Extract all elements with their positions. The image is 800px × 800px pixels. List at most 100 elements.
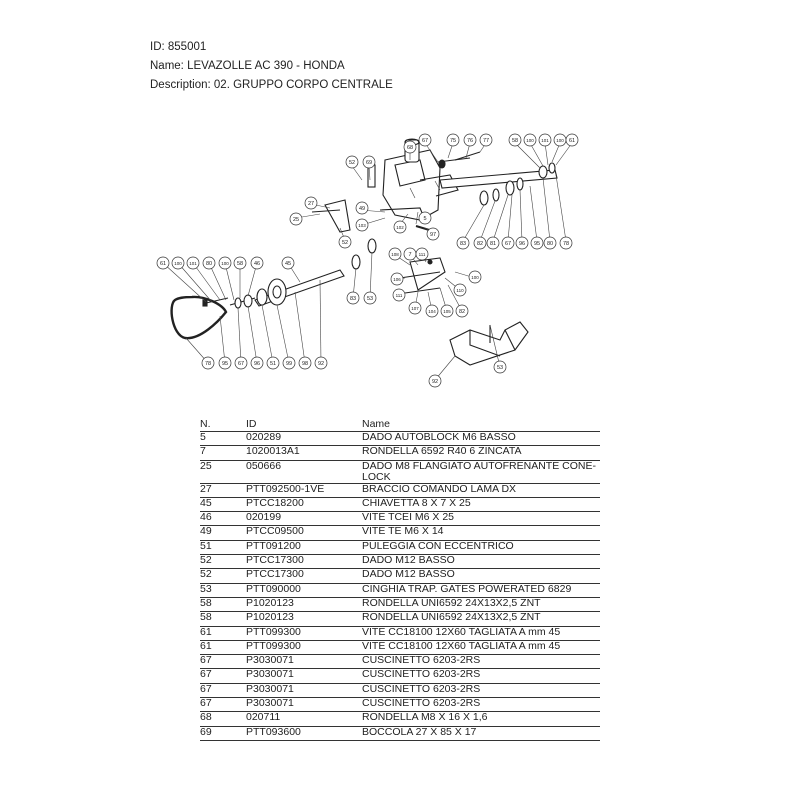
callout-label: 80 bbox=[206, 261, 212, 267]
part-number-cell: 49 bbox=[200, 526, 246, 541]
part-name-cell: CHIAVETTA 8 X 7 X 25 bbox=[362, 497, 600, 513]
callout-bubble: 106 bbox=[390, 272, 404, 286]
callout-bubble: 108 bbox=[388, 247, 402, 261]
callout-label: 103 bbox=[358, 223, 366, 228]
callout-label: 69 bbox=[366, 160, 372, 166]
part-id-cell: 020199 bbox=[246, 512, 362, 527]
part-number-cell: 5 bbox=[200, 431, 246, 447]
callout-bubble: 105 bbox=[440, 304, 454, 318]
callout-label: 101 bbox=[189, 261, 197, 266]
callout-circle bbox=[456, 236, 470, 250]
callout-circle bbox=[392, 288, 406, 302]
callout-label: 83 bbox=[350, 296, 356, 302]
column-header-number: N. bbox=[200, 418, 246, 432]
part-name-cell: DADO M8 FLANGIATO AUTOFRENANTE CONE-LOCK bbox=[362, 460, 600, 484]
callout-label: 25 bbox=[293, 217, 299, 223]
callout-label: 100 bbox=[221, 261, 229, 266]
callout-bubble: 67 bbox=[418, 133, 432, 147]
callout-circle bbox=[408, 301, 422, 315]
callout-label: 100 bbox=[556, 138, 564, 143]
callout-label: 82 bbox=[477, 241, 483, 247]
part-id-line: ID: 855001 bbox=[150, 41, 207, 53]
callout-label: 108 bbox=[391, 252, 399, 257]
part-number-cell: 58 bbox=[200, 612, 246, 627]
callout-label: 110 bbox=[456, 288, 464, 293]
callout-circle bbox=[559, 236, 573, 250]
part-id-cell: PTCC09500 bbox=[246, 526, 362, 541]
table-header-row: N. ID Name bbox=[200, 418, 600, 432]
callout-bubble: 82 bbox=[455, 304, 469, 318]
part-number-cell: 25 bbox=[200, 460, 246, 484]
callout-label: 81 bbox=[490, 241, 496, 247]
callout-bubble: 92 bbox=[428, 374, 442, 388]
callout-bubble: 49 bbox=[355, 201, 369, 215]
callout-circle bbox=[501, 236, 515, 250]
callout-label: 82 bbox=[459, 309, 465, 315]
part-name-line: Name: LEVAZOLLE AC 390 - HONDA bbox=[150, 60, 345, 72]
part-id-cell: P1020123 bbox=[246, 597, 362, 613]
callout-bubble: 97 bbox=[426, 227, 440, 241]
callout-bubble: 52 bbox=[338, 235, 352, 249]
callout-circle bbox=[403, 140, 417, 154]
callout-circle bbox=[355, 218, 369, 232]
callout-circle bbox=[428, 374, 442, 388]
callout-bubble: 80 bbox=[202, 256, 216, 270]
callout-label: 100 bbox=[174, 261, 182, 266]
callout-label: 95 bbox=[534, 241, 540, 247]
callout-bubble: 111 bbox=[415, 247, 429, 261]
part-id-cell: PTT099300 bbox=[246, 626, 362, 641]
callout-label: 61 bbox=[569, 138, 575, 144]
callout-label: 102 bbox=[396, 225, 404, 230]
callout-bubble: 61 bbox=[565, 133, 579, 147]
part-id-cell: P3030071 bbox=[246, 655, 362, 670]
callout-label: 100 bbox=[471, 275, 479, 280]
callout-label: 52 bbox=[342, 240, 348, 246]
callout-bubble: 99 bbox=[282, 356, 296, 370]
callout-circle bbox=[314, 356, 328, 370]
callout-label: 92 bbox=[318, 361, 324, 367]
part-name-cell: BOCCOLA 27 X 85 X 17 bbox=[362, 726, 600, 741]
callout-label: 83 bbox=[460, 241, 466, 247]
callout-circle bbox=[186, 256, 200, 270]
part-name-cell: RONDELLA M8 X 16 X 1,6 bbox=[362, 712, 600, 727]
callout-bubble: 78 bbox=[201, 356, 215, 370]
callout-circle bbox=[202, 256, 216, 270]
callout-label: 46 bbox=[254, 261, 260, 267]
callout-bubble: 53 bbox=[363, 291, 377, 305]
callout-label: 104 bbox=[428, 309, 436, 314]
callout-label: 106 bbox=[393, 277, 401, 282]
callout-circle bbox=[463, 133, 477, 147]
callout-bubble: 100 bbox=[218, 256, 232, 270]
callout-label: 96 bbox=[254, 361, 260, 367]
callout-circle bbox=[218, 256, 232, 270]
callout-circle bbox=[455, 304, 469, 318]
part-number-cell: 45 bbox=[200, 497, 246, 513]
callout-circle bbox=[515, 236, 529, 250]
part-name-cell: CUSCINETTO 6203-2RS bbox=[362, 655, 600, 670]
callout-circle bbox=[415, 247, 429, 261]
callout-bubble: 82 bbox=[473, 236, 487, 250]
callout-bubble: 78 bbox=[559, 236, 573, 250]
part-number-cell: 53 bbox=[200, 583, 246, 598]
part-id-cell: 020289 bbox=[246, 431, 362, 447]
part-name-cell: PULEGGIA CON ECCENTRICO bbox=[362, 540, 600, 556]
callout-label: 96 bbox=[519, 241, 525, 247]
callout-circle bbox=[390, 272, 404, 286]
callout-circle bbox=[538, 133, 552, 147]
exploded-parts-diagram: 6775767758100101100616869525924910310227… bbox=[156, 133, 579, 388]
part-id-cell: 020711 bbox=[246, 712, 362, 727]
callout-circle bbox=[201, 356, 215, 370]
callout-label: 52 bbox=[349, 160, 355, 166]
part-number-cell: 58 bbox=[200, 597, 246, 613]
callout-label: 68 bbox=[407, 145, 413, 151]
part-name-cell: CUSCINETTO 6203-2RS bbox=[362, 683, 600, 699]
callout-bubble: 100 bbox=[553, 133, 567, 147]
